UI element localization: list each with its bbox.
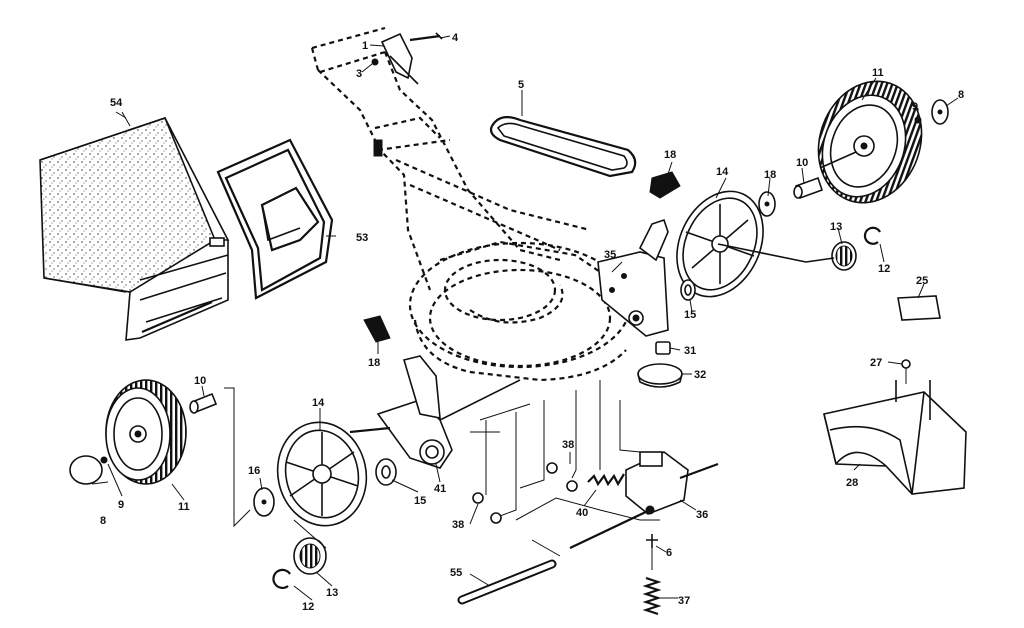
part-label-13-left: 13 bbox=[326, 587, 338, 599]
part-label-5: 5 bbox=[518, 79, 524, 91]
part-label-53: 53 bbox=[356, 232, 368, 244]
handle-outline bbox=[310, 26, 591, 291]
part-label-54: 54 bbox=[110, 97, 123, 109]
height-adjuster-bracket bbox=[597, 218, 669, 337]
part-label-14-left: 14 bbox=[312, 397, 325, 409]
grass-bag bbox=[39, 117, 230, 341]
part-label-10-left: 10 bbox=[194, 375, 206, 387]
part-label-28: 28 bbox=[846, 477, 858, 489]
hubcap bbox=[931, 99, 949, 125]
nut bbox=[566, 480, 578, 492]
part-label-38-upper: 38 bbox=[562, 439, 574, 451]
nut bbox=[655, 341, 671, 355]
rear-wheel-left bbox=[276, 421, 368, 527]
part-label-16: 16 bbox=[248, 465, 260, 477]
nut bbox=[472, 492, 484, 504]
drive-gear bbox=[805, 241, 857, 271]
part-label-18-right: 18 bbox=[764, 169, 776, 181]
part-label-37: 37 bbox=[678, 595, 690, 607]
part-label-11-right: 11 bbox=[872, 67, 884, 79]
spacer-disc bbox=[253, 487, 275, 517]
key bbox=[646, 534, 658, 548]
part-label-40: 40 bbox=[576, 507, 588, 519]
retaining-clip bbox=[272, 568, 291, 589]
part-label-1: 1 bbox=[362, 40, 368, 52]
retaining-clip bbox=[863, 226, 881, 245]
bolt bbox=[100, 456, 108, 464]
part-label-32: 32 bbox=[694, 369, 706, 381]
part-label-38-lower: 38 bbox=[452, 519, 464, 531]
hubcap bbox=[69, 455, 103, 485]
part-label-18-left: 18 bbox=[368, 357, 380, 369]
transmission bbox=[569, 451, 719, 549]
part-label-14-right: 14 bbox=[716, 166, 729, 178]
part-label-35: 35 bbox=[604, 249, 616, 261]
part-label-15-left: 15 bbox=[414, 495, 426, 507]
bag-frame bbox=[216, 138, 334, 300]
mower-deck-outline bbox=[408, 240, 632, 382]
control-lever bbox=[371, 32, 443, 85]
height-knob bbox=[637, 363, 683, 388]
bushing bbox=[793, 176, 824, 200]
part-label-27: 27 bbox=[870, 357, 882, 369]
rear-wheel-right bbox=[676, 190, 807, 298]
rear-deflector bbox=[823, 380, 967, 495]
pivot-cap bbox=[649, 171, 681, 199]
drive-spring bbox=[642, 576, 662, 616]
front-wheel-left bbox=[105, 379, 187, 485]
part-label-11-left: 11 bbox=[178, 501, 190, 513]
part-label-9-right: 9 bbox=[912, 101, 918, 113]
part-label-8-left: 8 bbox=[100, 515, 106, 527]
part-label-12-right: 12 bbox=[878, 263, 890, 275]
spring bbox=[587, 473, 625, 487]
part-label-18-upper: 18 bbox=[664, 149, 676, 161]
part-label-6: 6 bbox=[666, 547, 672, 559]
part-label-41: 41 bbox=[434, 483, 446, 495]
part-label-3: 3 bbox=[356, 68, 362, 80]
pivot-cap bbox=[363, 315, 391, 343]
cable-core bbox=[459, 561, 555, 603]
height-adjuster-bracket bbox=[349, 355, 521, 469]
part-label-15-right: 15 bbox=[684, 309, 696, 321]
nut bbox=[490, 512, 502, 524]
part-label-10-right: 10 bbox=[796, 157, 808, 169]
part-label-13-right: 13 bbox=[830, 221, 842, 233]
drive-belt bbox=[489, 115, 637, 178]
part-label-12-left: 12 bbox=[302, 601, 314, 613]
part-label-55: 55 bbox=[450, 567, 462, 579]
part-label-9-left: 9 bbox=[118, 499, 124, 511]
decal bbox=[897, 295, 941, 321]
washer bbox=[375, 458, 397, 486]
drive-gear bbox=[293, 537, 327, 575]
screw bbox=[901, 359, 911, 369]
part-label-36: 36 bbox=[696, 509, 708, 521]
nut bbox=[546, 462, 558, 474]
part-label-25: 25 bbox=[916, 275, 928, 287]
front-wheel-right bbox=[817, 80, 923, 204]
spacer-disc bbox=[758, 191, 776, 217]
part-label-31: 31 bbox=[684, 345, 696, 357]
part-label-8-right: 8 bbox=[958, 89, 964, 101]
part-label-4: 4 bbox=[452, 32, 459, 44]
bushing bbox=[189, 392, 218, 414]
washer bbox=[680, 279, 696, 301]
